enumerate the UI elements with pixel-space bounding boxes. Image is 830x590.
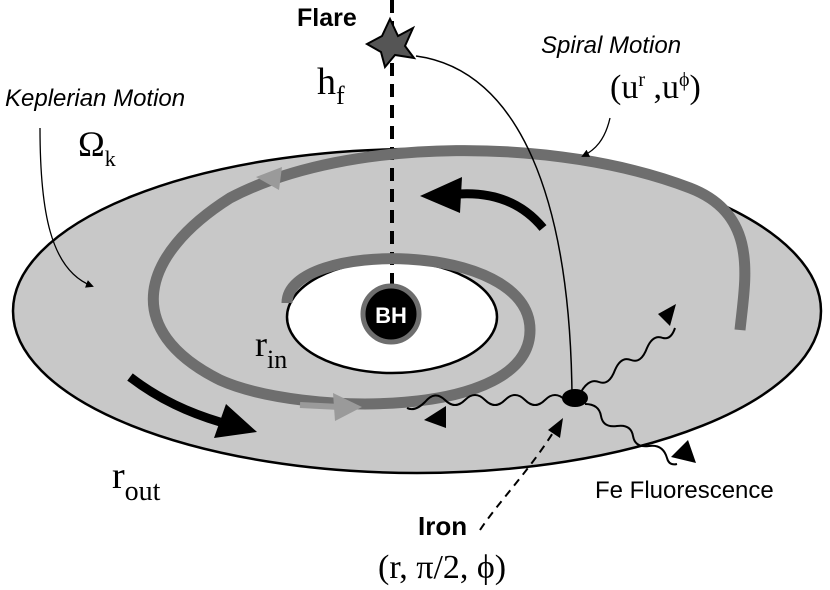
spiral-sup-phi: ϕ [679,69,690,91]
spiral-sup-r: r [638,69,645,91]
iron-callout-line [479,427,557,531]
track-arrow-lower [333,393,362,421]
black-hole [360,283,422,345]
iron-label: Iron [418,511,467,541]
photon-up-right [580,327,676,393]
hf-label: hf [317,61,345,110]
rin-sub: in [267,345,287,374]
iron-coords-label: (r, π/2, ϕ) [378,549,506,586]
keplerian-callout-line [39,127,94,288]
rotation-arrow-lower-head [214,404,257,438]
hf-main: h [317,61,336,103]
omega-main: Ω [78,124,105,164]
spiral-vars-main: (u [610,69,638,106]
rin-main: r [255,324,267,364]
rin-label: rin [255,324,287,374]
rotation-arrow-lower-shaft [127,373,222,427]
fe-fluorescence-label: Fe Fluorescence [595,477,774,504]
spiral-vars-label: (ur ,uϕ) [610,69,701,106]
spiral-callout-line [581,117,611,157]
spiral-vars-end: ) [690,69,701,106]
flare-ray [415,55,573,396]
omega-label: Ωk [78,124,116,171]
rotation-arrow-upper-shaft [457,189,547,231]
photon-left-head [424,406,446,428]
flare-label: Flare [297,4,357,32]
photon-up-right-head [658,304,676,326]
hf-sub: f [336,81,345,110]
photon-down-right-head [671,440,696,463]
track-arrow-upper [256,167,282,190]
photon-down-right [584,403,678,466]
flare-star [364,16,417,70]
spiral-track [147,145,751,410]
rout-label: rout [112,455,161,507]
black-hole-label: BH [375,303,407,328]
spiral-motion-label: Spiral Motion [541,32,681,59]
track-arrow-lower-shaft [299,402,341,410]
photon-left [406,394,566,411]
rotation-arrow-upper-head [420,177,462,213]
rout-main: r [112,455,125,497]
iron-atom [562,389,588,407]
iron-callout-head [548,418,563,438]
omega-sub: k [105,146,116,171]
keplerian-motion-label: Keplerian Motion [5,85,185,112]
rout-sub: out [125,476,161,507]
spiral-vars-mid: ,u [645,69,679,106]
